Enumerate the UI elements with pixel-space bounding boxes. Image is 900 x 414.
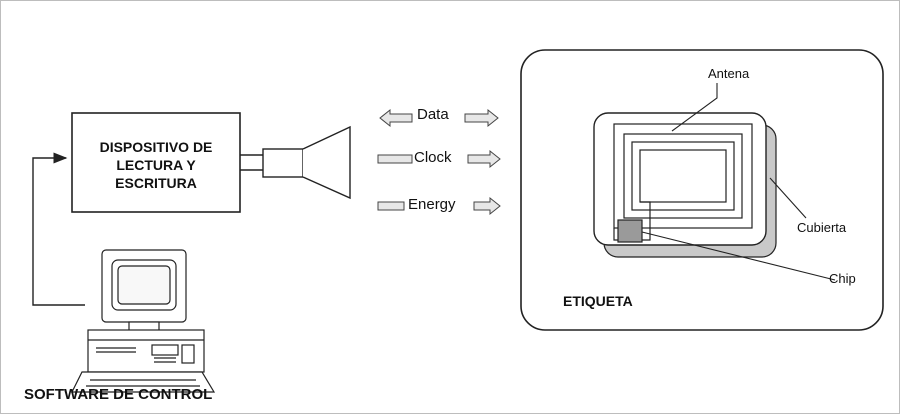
- clock-label: Clock: [414, 149, 452, 166]
- clock-arrows: [377, 149, 501, 169]
- antenna-label: Antena: [708, 66, 750, 81]
- software-label: SOFTWARE DE CONTROL: [24, 386, 213, 403]
- control-connection: [32, 152, 85, 306]
- tag-card: [593, 112, 777, 258]
- reader-antenna-horn: [240, 125, 351, 200]
- chip-module: [617, 219, 643, 243]
- cover-label: Cubierta: [797, 220, 847, 235]
- reader-line-1: DISPOSITIVO DE: [99, 139, 213, 155]
- computer-workstation: [71, 249, 216, 393]
- antenna-coil: [613, 123, 753, 241]
- reader-line-2: LECTURA Y: [116, 157, 196, 173]
- callout-lines: [641, 83, 836, 281]
- data-arrows: [379, 108, 499, 128]
- reader-box: [71, 112, 241, 213]
- data-label: Data: [417, 106, 449, 123]
- energy-arrows: [377, 196, 501, 216]
- reader-line-3: ESCRITURA: [115, 175, 197, 191]
- tag-title: ETIQUETA: [563, 293, 633, 309]
- reader-label: DISPOSITIVO DE LECTURA Y ESCRITURA: [80, 138, 232, 192]
- energy-label: Energy: [408, 196, 456, 213]
- chip-label: Chip: [829, 271, 856, 286]
